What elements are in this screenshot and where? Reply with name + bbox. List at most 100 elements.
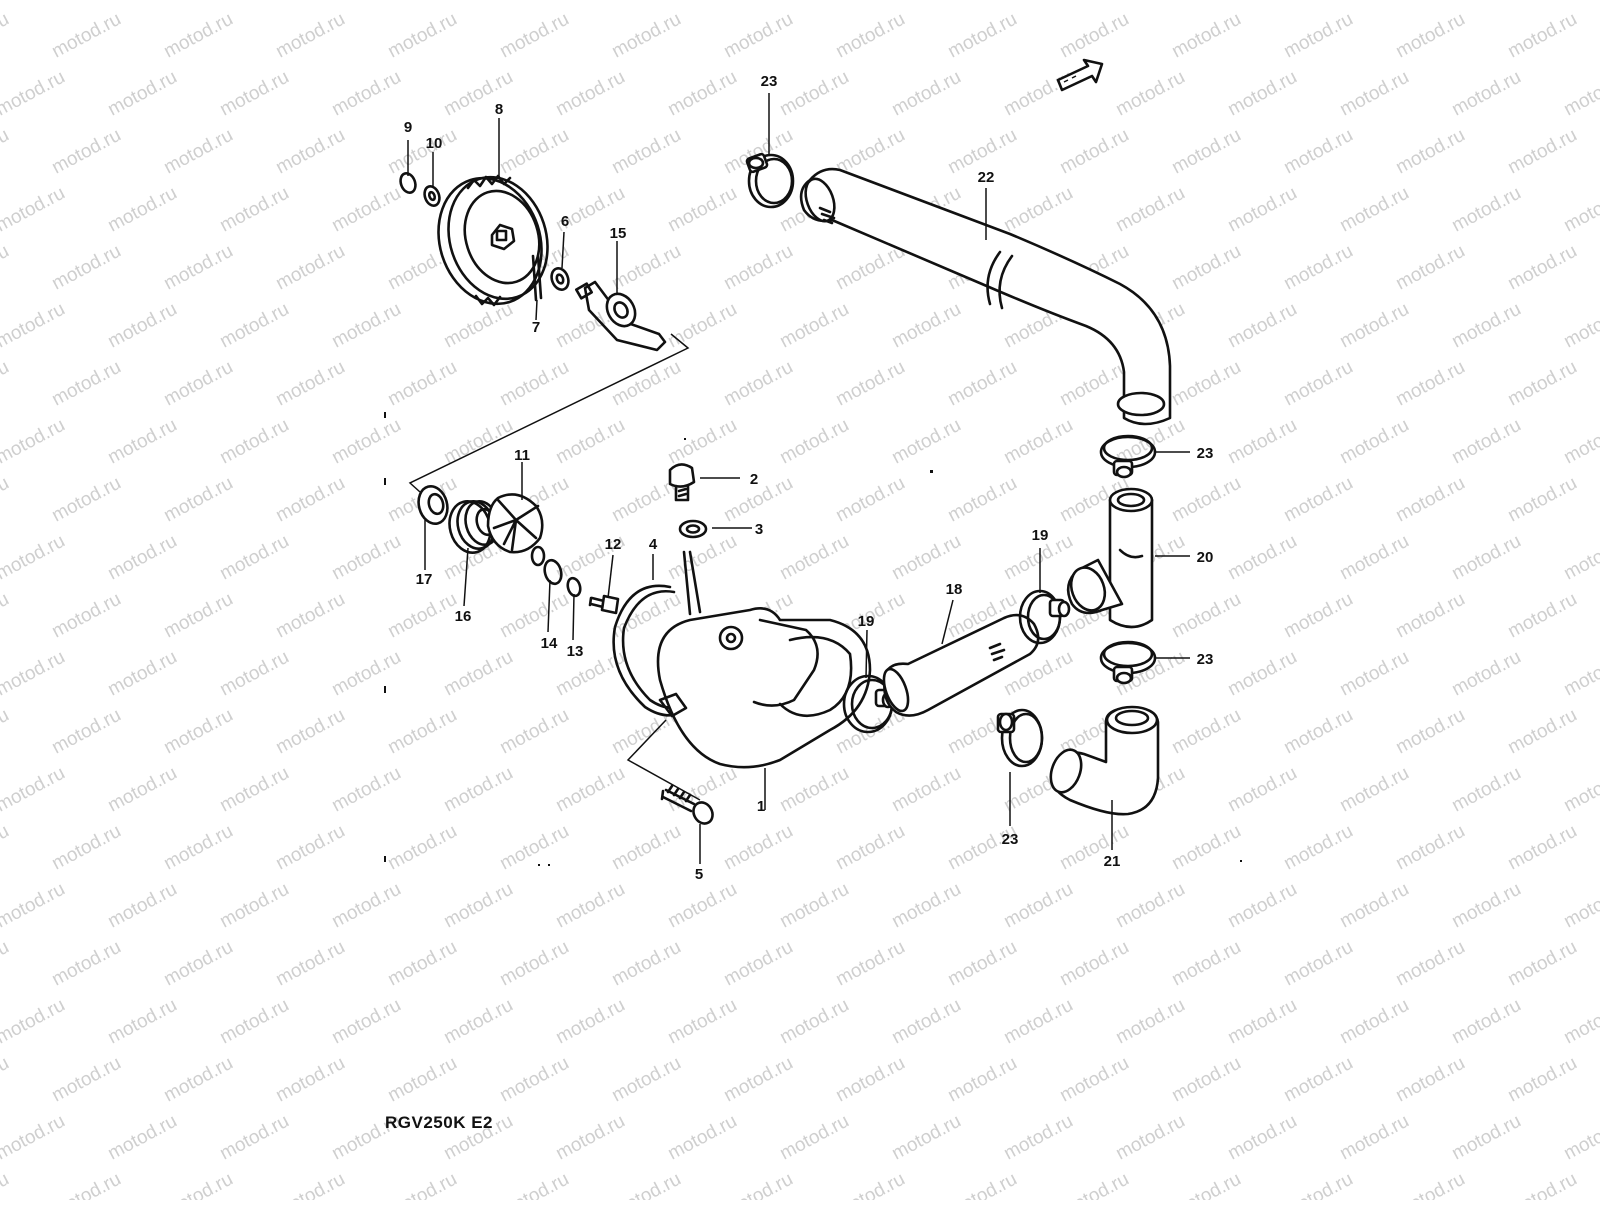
part-number-2: 2 [750,471,758,488]
watermark-text: motod.ru [496,821,572,875]
watermark-text: motod.ru [48,705,124,759]
watermark-text: motod.ru [1504,357,1580,411]
clip-14 [543,558,563,586]
watermark-text: motod.ru [160,125,236,179]
watermark-text: motod.ru [0,241,13,295]
watermark-text: motod.ru [496,125,572,179]
watermark-text: motod.ru [1504,1053,1580,1107]
watermark-text: motod.ru [888,531,964,585]
watermark-text: motod.ru [776,763,852,817]
watermark-text: motod.ru [1336,763,1412,817]
watermark-text: motod.ru [552,0,628,4]
watermark-text: motod.ru [664,0,740,4]
watermark-text: motod.ru [328,647,404,701]
watermark-text: motod.ru [1168,125,1244,179]
watermark-text: motod.ru [1448,763,1524,817]
watermark-text: motod.ru [1504,125,1580,179]
watermark-text: motod.ru [1336,879,1412,933]
watermark-text: motod.ru [608,821,684,875]
part-number-5: 5 [695,866,703,883]
watermark-text: motod.ru [1392,705,1468,759]
part-number-15: 15 [610,225,627,242]
watermark-text: motod.ru [776,879,852,933]
watermark-text: motod.ru [888,763,964,817]
watermark-text: motod.ru [104,647,180,701]
watermark-text: motod.ru [944,9,1020,63]
watermark-text: motod.ru [104,183,180,237]
watermark-text: motod.ru [272,705,348,759]
watermark-text: motod.ru [440,647,516,701]
elbow-hose-21 [1049,705,1160,816]
hose-18 [882,613,1040,717]
watermark-text: motod.ru [384,125,460,179]
watermark-text: motod.ru [1112,879,1188,933]
watermark-text: motod.ru [1224,1111,1300,1165]
watermark-text: motod.ru [1112,0,1188,4]
watermark-text: motod.ru [664,183,740,237]
watermark-text: motod.ru [496,1053,572,1107]
watermark-text: motod.ru [608,125,684,179]
watermark-text: motod.ru [1224,67,1300,121]
watermark-text: motod.ru [1280,589,1356,643]
hose-22 [799,167,1172,426]
washer-6 [550,267,570,291]
watermark-text: motod.ru [384,937,460,991]
watermark-text: motod.ru [552,1111,628,1165]
watermark-text: motod.ru [888,415,964,469]
watermark-text: motod.ru [496,937,572,991]
watermark-text: motod.ru [1280,705,1356,759]
watermark-text: motod.ru [216,299,292,353]
watermark-text: motod.ru [720,473,796,527]
watermark-text: motod.ru [832,473,908,527]
watermark-text: motod.ru [1560,879,1600,933]
watermark-text: motod.ru [0,299,69,353]
pin-7 [531,254,543,302]
part-number-6: 6 [561,213,569,230]
part-number-12: 12 [605,536,622,553]
watermark-text: motod.ru [608,937,684,991]
part-number-22: 22 [978,169,995,186]
watermark-text: motod.ru [1336,647,1412,701]
watermark-text: motod.ru [496,589,572,643]
watermark-text: motod.ru [1448,995,1524,1049]
watermark-text: motod.ru [1504,937,1580,991]
watermark-text: motod.ru [48,125,124,179]
watermark-text: motod.ru [328,415,404,469]
watermark-text: motod.ru [552,995,628,1049]
watermark-text: motod.ru [1112,183,1188,237]
watermark-text: motod.ru [384,9,460,63]
watermark-text: motod.ru [608,1169,684,1200]
watermark-text: motod.ru [328,879,404,933]
watermark-text: motod.ru [0,1169,13,1200]
washer-10 [423,185,441,207]
watermark-text: motod.ru [216,183,292,237]
watermark-text: motod.ru [888,0,964,4]
watermark-text: motod.ru [720,241,796,295]
pump-shaft-15 [575,280,667,352]
watermark-text: motod.ru [608,357,684,411]
watermark-text: motod.ru [888,995,964,1049]
watermark-text: motod.ru [440,995,516,1049]
part-number-9: 9 [404,119,412,136]
watermark-text: motod.ru [384,1053,460,1107]
part-number-19b: 19 [1032,527,1049,544]
watermark-text: motod.ru [1224,647,1300,701]
watermark-text: motod.ru [1392,821,1468,875]
watermark-text: motod.ru [832,9,908,63]
watermark-text: motod.ru [720,821,796,875]
part-number-8: 8 [495,101,503,118]
part-number-13: 13 [567,643,584,660]
watermark-text: motod.ru [104,415,180,469]
watermark-text: motod.ru [776,531,852,585]
watermark-text: motod.ru [0,879,69,933]
watermark-text: motod.ru [104,763,180,817]
watermark-text: motod.ru [944,1169,1020,1200]
watermark-text: motod.ru [608,241,684,295]
watermark-text: motod.ru [1280,357,1356,411]
watermark-text: motod.ru [328,531,404,585]
watermark-text: motod.ru [1000,183,1076,237]
watermark-text: motod.ru [0,415,69,469]
watermark-text: motod.ru [664,531,740,585]
watermark-text: motod.ru [1392,937,1468,991]
watermark-text: motod.ru [1224,299,1300,353]
